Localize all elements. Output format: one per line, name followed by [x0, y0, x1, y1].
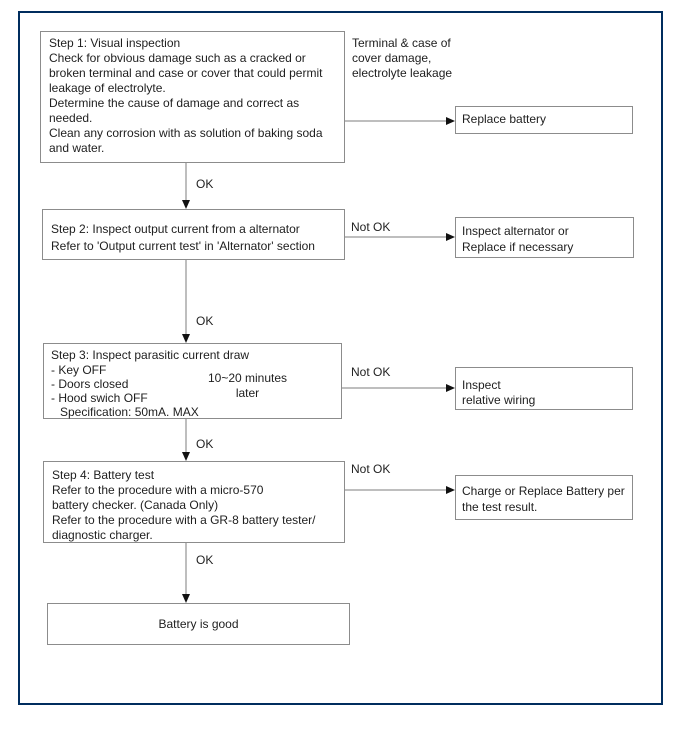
step1-line: broken terminal and case or cover that c… [49, 66, 323, 80]
step3-parasitic-draw-box: Step 3: Inspect parasitic current draw -… [43, 343, 342, 419]
inspect-wiring-line: relative wiring [462, 393, 536, 407]
step4-line: diagnostic charger. [52, 528, 153, 542]
step3-wait-note-line: later [235, 386, 260, 400]
charge-or-replace-line: the test result. [462, 500, 538, 514]
battery-good-box: Battery is good [47, 603, 350, 645]
step1-line: leakage of electrolyte. [49, 81, 166, 95]
step1-line: Step 1: Visual inspection [49, 36, 181, 50]
ok-label-step1: OK [196, 177, 214, 191]
step2-line: Step 2: Inspect output current from a al… [51, 222, 300, 236]
terminal-damage-note-line: Terminal & case of [352, 36, 451, 50]
charge-or-replace-line: Charge or Replace Battery per [462, 484, 625, 498]
terminal-damage-note: Terminal & case of cover damage, electro… [352, 36, 452, 81]
terminal-damage-note-line: electrolyte leakage [352, 66, 453, 80]
ok-label-step2: OK [196, 314, 214, 328]
not-ok-label-step4: Not OK [351, 462, 391, 476]
inspect-alternator-box: Inspect alternator or Replace if necessa… [455, 217, 634, 258]
step3-wait-note: 10~20 minutes later [200, 371, 295, 401]
not-ok-label-step3: Not OK [351, 365, 391, 379]
inspect-alternator-line: Replace if necessary [462, 240, 574, 254]
inspect-wiring-line: Inspect [462, 378, 501, 392]
step2-line: Refer to 'Output current test' in 'Alter… [51, 239, 315, 253]
step4-line: battery checker. (Canada Only) [52, 498, 219, 512]
step4-line: Step 4: Battery test [52, 468, 155, 482]
step4-battery-test-box: Step 4: Battery test Refer to the proced… [43, 461, 345, 543]
replace-battery-label: Replace battery [462, 112, 547, 126]
battery-good-label: Battery is good [158, 617, 239, 631]
step3-condition: - Doors closed [51, 377, 129, 391]
ok-label-step3: OK [196, 437, 214, 451]
charge-or-replace-box: Charge or Replace Battery per the test r… [455, 475, 633, 520]
replace-battery-box: Replace battery [455, 106, 633, 134]
inspect-alternator-line: Inspect alternator or [462, 224, 569, 238]
step3-condition: - Key OFF [51, 363, 107, 377]
step4-line: Refer to the procedure with a micro-570 [52, 483, 264, 497]
step3-title: Step 3: Inspect parasitic current draw [51, 348, 250, 362]
step4-line: Refer to the procedure with a GR-8 batte… [52, 513, 316, 527]
step1-line: Check for obvious damage such as a crack… [49, 51, 306, 65]
ok-label-step4: OK [196, 553, 214, 567]
step3-wait-note-line: 10~20 minutes [207, 371, 288, 385]
step1-visual-inspection-box: Step 1: Visual inspection Check for obvi… [40, 31, 345, 163]
step1-line: needed. [49, 111, 93, 125]
step3-specification: Specification: 50mA. MAX [60, 405, 199, 419]
step1-line: Clean any corrosion with as solution of … [49, 126, 323, 140]
step1-line: Determine the cause of damage and correc… [49, 96, 300, 110]
step3-condition: - Hood swich OFF [51, 391, 148, 405]
step1-line: and water. [49, 141, 105, 155]
terminal-damage-note-line: cover damage, [352, 51, 432, 65]
not-ok-label-step2: Not OK [351, 220, 391, 234]
inspect-wiring-box: Inspect relative wiring [455, 367, 633, 410]
step2-output-current-box: Step 2: Inspect output current from a al… [42, 209, 345, 260]
